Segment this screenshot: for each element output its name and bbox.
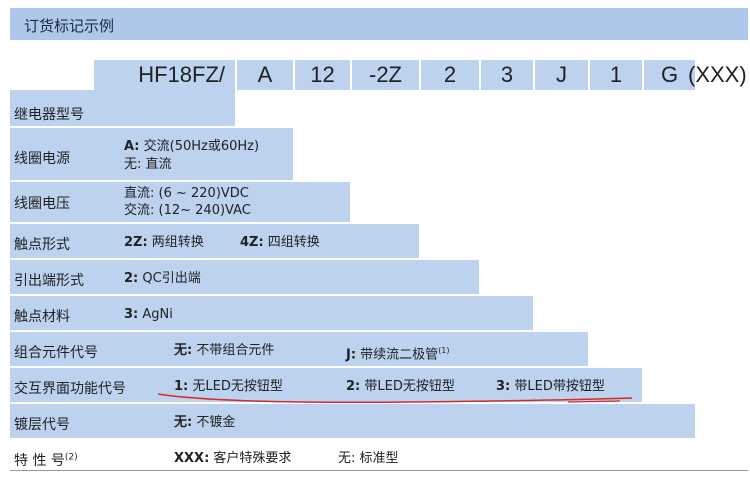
contact-material-option-3: 3: AgNi bbox=[124, 307, 173, 322]
row-label-model: 继电器型号 bbox=[14, 107, 84, 123]
coil-power-option-a: A: 交流(50Hz或60Hz) bbox=[124, 139, 260, 154]
stair-model bbox=[10, 90, 235, 128]
code-coil-voltage: 12 bbox=[293, 60, 350, 90]
stair-contact-form bbox=[10, 224, 419, 260]
page-title: 订货标记示例 bbox=[24, 17, 115, 35]
stair-interface bbox=[10, 368, 642, 404]
row-label-contact-form: 触点形式 bbox=[14, 237, 70, 253]
row-label-plating: 镀层代号 bbox=[14, 417, 70, 433]
code-coil-power: A bbox=[235, 60, 293, 90]
code-feature-suffix: (XXX) bbox=[688, 62, 747, 87]
stair-coil-voltage bbox=[10, 182, 350, 224]
plating-option-none: 无: 不镀金 bbox=[174, 415, 236, 430]
stair-terminal bbox=[10, 260, 479, 296]
code-model: HF18FZ/ bbox=[94, 60, 235, 90]
combination-option-none: 无: 不带组合元件 bbox=[174, 343, 275, 358]
bottom-divider bbox=[10, 470, 748, 471]
coil-voltage-dc: 直流: (6 ~ 220)VDC bbox=[124, 186, 249, 201]
code-terminal: 2 bbox=[419, 60, 479, 90]
row-label-coil-voltage: 线圈电压 bbox=[14, 196, 70, 212]
row-label-feature-sup: (2) bbox=[64, 452, 78, 463]
code-combination: J bbox=[533, 60, 588, 90]
red-underline-annotation bbox=[157, 393, 633, 404]
stair-coil-power bbox=[10, 128, 293, 182]
code-interface: 1 bbox=[588, 60, 642, 90]
coil-power-option-none: 无: 直流 bbox=[124, 157, 172, 172]
terminal-option-2: 2: QC引出端 bbox=[124, 271, 201, 286]
stair-combination bbox=[10, 332, 588, 368]
interface-option-3: 3: 带LED带按钮型 bbox=[496, 379, 605, 394]
interface-option-1: 1: 无LED无按钮型 bbox=[174, 379, 283, 394]
contact-form-4z: 4Z: 四组转换 bbox=[240, 235, 320, 250]
code-contact-form: -2Z bbox=[350, 60, 419, 90]
interface-option-2: 2: 带LED无按钮型 bbox=[346, 379, 455, 394]
stair-plating bbox=[10, 404, 695, 440]
code-contact-material: 3 bbox=[479, 60, 533, 90]
row-label-terminal: 引出端形式 bbox=[14, 273, 84, 289]
feature-option-xxx: XXX: 客户特殊要求 bbox=[174, 451, 292, 466]
row-label-feature: 特 性 号(2) bbox=[14, 452, 78, 469]
feature-option-none: 无: 标准型 bbox=[338, 451, 399, 466]
combination-option-j: J: 带续流二极管(1) bbox=[346, 346, 450, 363]
row-label-combination: 组合元件代号 bbox=[14, 345, 98, 361]
code-plating: G bbox=[642, 60, 695, 90]
stair-contact-material bbox=[10, 296, 533, 332]
contact-form-2z: 2Z: 两组转换 bbox=[124, 235, 204, 250]
row-label-interface: 交互界面功能代号 bbox=[14, 381, 126, 397]
title-bar: 订货标记示例 bbox=[10, 8, 748, 40]
row-label-coil-power: 线圈电源 bbox=[14, 151, 70, 167]
row-label-contact-material: 触点材料 bbox=[14, 309, 70, 325]
coil-voltage-ac: 交流: (12~ 240)VAC bbox=[124, 203, 251, 218]
